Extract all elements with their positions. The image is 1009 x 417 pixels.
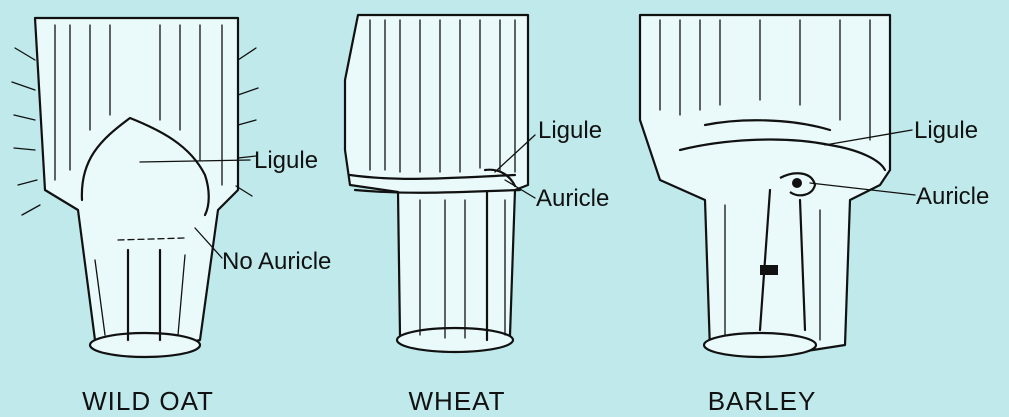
wheat-drawing — [345, 15, 535, 352]
wild-oat-drawing — [12, 18, 258, 357]
wheat-caption: WHEAT — [409, 386, 506, 416]
wild-oat-caption: WILD OAT — [82, 386, 214, 416]
wheat-ligule-label: Ligule — [538, 117, 602, 144]
wild-oat-no-auricle-label: No Auricle — [222, 248, 331, 275]
barley-caption: BARLEY — [708, 386, 817, 416]
barley-ligule-label: Ligule — [914, 117, 978, 144]
wild-oat-ligule-label: Ligule — [254, 147, 318, 174]
barley-drawing — [640, 15, 915, 357]
barley-auricle-label: Auricle — [916, 183, 989, 210]
wheat-auricle-label: Auricle — [536, 185, 609, 212]
